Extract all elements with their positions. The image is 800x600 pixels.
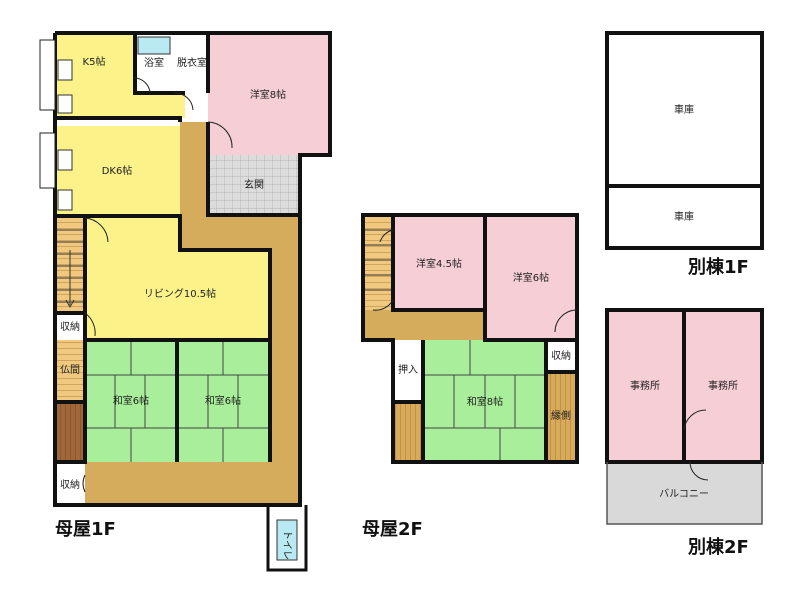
label-yoshitsu6: 洋室6帖 — [513, 271, 549, 284]
room-engawa — [546, 372, 577, 462]
label-washitsu8: 和室8帖 — [467, 395, 503, 408]
window-bay-1 — [39, 39, 56, 111]
label-office2: 事務所 — [708, 379, 738, 392]
stair-lines-1f — [55, 229, 85, 309]
corridor-1f — [55, 122, 300, 505]
walls-1f — [53, 31, 332, 507]
label-shuno3: 収納 — [551, 349, 571, 362]
tatami-lines-1f — [85, 340, 270, 462]
room-shuno3 — [546, 340, 577, 372]
label-shuno1: 収納 — [60, 320, 80, 333]
butsuma-floor — [55, 402, 85, 462]
toilet-walls — [266, 505, 308, 572]
label-engawa: 縁側 — [551, 409, 571, 422]
sink-dk — [57, 149, 73, 171]
tatami-lines-2f — [423, 340, 546, 462]
room-yoshitsu6 — [485, 215, 577, 340]
bathtub — [137, 36, 171, 55]
room-dk6 — [55, 126, 180, 216]
door-swings-annex — [683, 409, 709, 481]
walls-2f — [361, 213, 579, 464]
room-butsuma — [55, 340, 85, 402]
room-living — [85, 218, 270, 340]
balcony-outline — [606, 462, 763, 525]
sink-k5 — [57, 59, 73, 81]
toilet-fixture — [276, 519, 298, 561]
annex-1f-plan: 車庫 車庫 別棟1F — [605, 31, 764, 278]
room-datsui — [175, 33, 208, 93]
main-1f-plan: K5帖 浴室 脱衣室 洋室8帖 DK6帖 玄関 リビング10.5帖 収納 仏間 … — [39, 31, 332, 572]
room-office1 — [607, 310, 684, 462]
room-yoshitsu45 — [393, 215, 485, 310]
title-main-1f: 母屋1F — [55, 519, 116, 540]
label-washitsu6b: 和室6帖 — [205, 394, 241, 407]
stove-k5 — [57, 94, 73, 114]
label-genkan: 玄関 — [244, 178, 264, 191]
label-bath: 浴室 — [144, 56, 164, 69]
room-garage1 — [607, 33, 762, 186]
label-oshiire: 押入 — [398, 363, 418, 376]
room-garage2 — [607, 186, 762, 248]
stair-lines-2f — [363, 229, 393, 291]
label-garage1: 車庫 — [674, 103, 694, 116]
label-living: リビング10.5帖 — [144, 287, 216, 300]
label-butsuma: 仏間 — [60, 364, 80, 376]
annex-2f-plan: 事務所 事務所 バルコニー 別棟2F — [605, 308, 764, 558]
door-swings-1f — [82, 77, 233, 493]
room-balcony — [607, 462, 762, 524]
label-washitsu6a: 和室6帖 — [113, 394, 149, 407]
room-oshiire — [393, 340, 423, 402]
label-yoshitsu8: 洋室8帖 — [250, 88, 286, 101]
walls-annex-1f — [605, 31, 764, 250]
room-office2 — [684, 310, 762, 462]
label-dk6: DK6帖 — [102, 164, 133, 177]
stove-dk — [57, 189, 73, 211]
title-main-2f: 母屋2F — [362, 519, 423, 540]
oshiire-floor — [393, 402, 423, 462]
main-2f-plan: 洋室4.5帖 洋室6帖 押入 和室8帖 収納 縁側 母屋2F — [361, 213, 579, 540]
label-yoshitsu45: 洋室4.5帖 — [416, 257, 462, 270]
label-toilet: トイレ — [281, 530, 292, 560]
window-bay-2 — [39, 132, 56, 189]
label-office1: 事務所 — [630, 379, 660, 392]
title-annex-2f: 別棟2F — [688, 536, 749, 558]
room-shuno2 — [55, 462, 85, 505]
label-datsui: 脱衣室 — [177, 56, 207, 69]
label-garage2: 車庫 — [674, 210, 694, 223]
room-genkan — [208, 155, 300, 215]
door-swings-2f — [372, 229, 578, 333]
room-shuno1 — [55, 313, 85, 340]
title-annex-1f: 別棟1F — [688, 256, 749, 278]
label-shuno2: 収納 — [60, 478, 80, 491]
label-balcony: バルコニー — [659, 488, 709, 500]
room-k5-extension — [135, 93, 185, 118]
stairs-2f — [363, 215, 393, 310]
label-k5: K5帖 — [83, 55, 106, 68]
